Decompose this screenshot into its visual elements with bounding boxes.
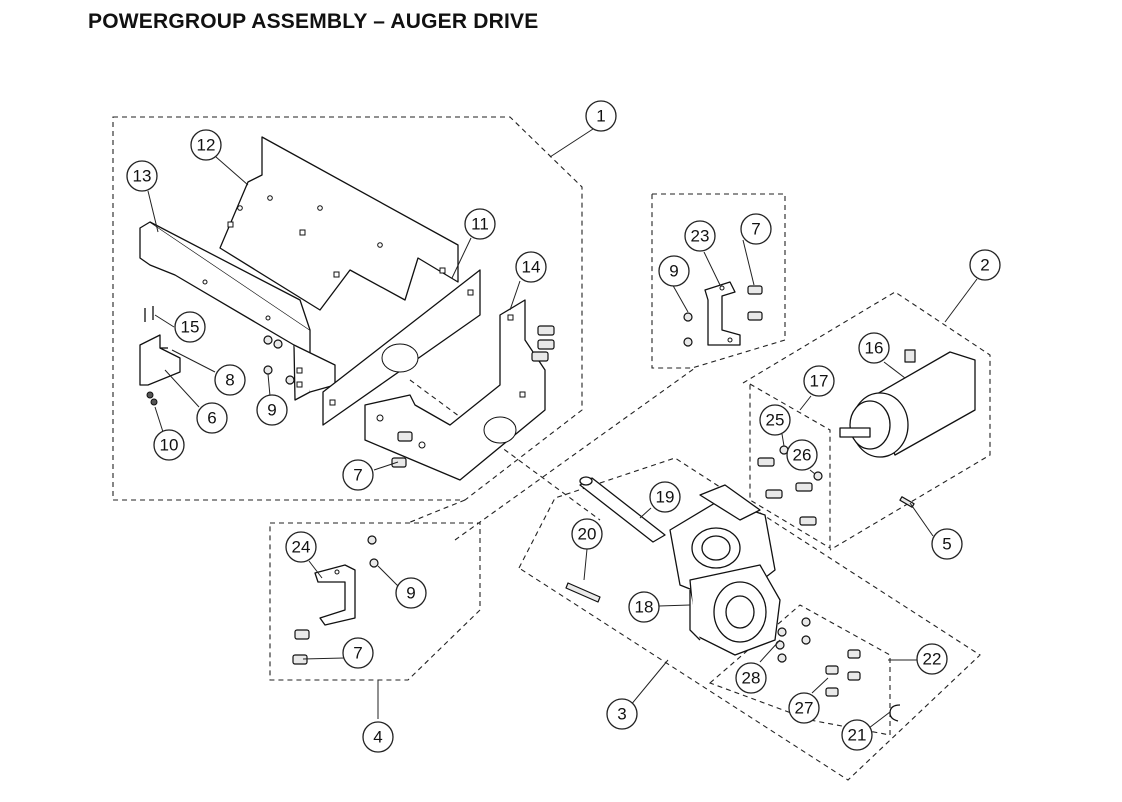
hardware-group-24 [292,535,379,665]
svg-text:27: 27 [795,699,814,718]
callout-16: 16 [858,332,890,364]
callout-7: 7 [342,459,374,491]
callout-19: 19 [649,481,681,513]
svg-text:7: 7 [353,644,362,663]
callout-7: 7 [740,213,772,245]
callout-28: 28 [735,662,767,694]
callout-8: 8 [214,364,246,396]
callout-4: 4 [362,721,394,753]
part-20-key [565,582,601,603]
connector-dash [454,367,696,541]
svg-text:6: 6 [207,409,216,428]
svg-text:9: 9 [669,262,678,281]
svg-text:14: 14 [522,258,541,277]
svg-text:25: 25 [766,411,785,430]
svg-text:15: 15 [181,318,200,337]
svg-text:9: 9 [267,401,276,420]
svg-text:1: 1 [596,107,605,126]
svg-text:18: 18 [635,598,654,617]
svg-text:7: 7 [751,220,760,239]
callout-20: 20 [571,518,603,550]
svg-text:12: 12 [197,136,216,155]
svg-text:17: 17 [810,372,829,391]
svg-text:24: 24 [292,538,311,557]
page-title: POWERGROUP ASSEMBLY – AUGER DRIVE [88,10,539,33]
callout-5: 5 [931,528,963,560]
svg-text:26: 26 [793,446,812,465]
svg-text:3: 3 [617,705,626,724]
group-boundary-3 [518,457,981,781]
callout-9: 9 [395,577,427,609]
group-boundary-17 [749,383,831,549]
svg-text:7: 7 [353,466,362,485]
hardware-group-left [139,306,295,406]
part-24-bracket [314,564,356,626]
svg-text:2: 2 [980,256,989,275]
svg-text:20: 20 [578,525,597,544]
group-boundary-1 [112,116,583,501]
group-boundary-4 [269,522,481,681]
callout-25: 25 [759,404,791,436]
group-boundary-22 [708,604,891,736]
bolt-group [391,325,555,468]
part-23-bracket [704,281,741,346]
callout-27: 27 [788,692,820,724]
callout-3: 3 [606,698,638,730]
callout-7: 7 [342,637,374,669]
part-22-hardware [775,617,901,722]
part-18-gearbox [669,484,781,656]
svg-text:11: 11 [471,215,489,234]
hardware-group-23 [683,285,763,347]
svg-text:23: 23 [691,227,710,246]
callout-22: 22 [916,643,948,675]
svg-text:28: 28 [742,669,761,688]
part-19-shaft [579,476,666,543]
group-boundary-2 [742,291,991,551]
callout-11: 11 [464,208,496,240]
part-12-support-plate [219,136,459,311]
group-boundary-top-bracket [651,193,786,369]
callout-1: 1 [585,100,617,132]
leader-lines [147,128,978,729]
callout-10: 10 [153,429,185,461]
callout-6: 6 [196,402,228,434]
connector-dash [409,379,601,521]
svg-text:13: 13 [133,167,152,186]
callout-15: 15 [174,311,206,343]
callout-9: 9 [256,394,288,426]
svg-text:5: 5 [942,535,951,554]
svg-text:16: 16 [865,339,884,358]
callout-12: 12 [190,129,222,161]
part-17-bolts [757,445,823,526]
callout-9: 9 [658,255,690,287]
connector-dash [407,499,466,524]
callout-17: 17 [803,365,835,397]
callout-21: 21 [841,719,873,751]
svg-text:22: 22 [923,650,942,669]
callout-14: 14 [515,251,547,283]
callout-24: 24 [285,531,317,563]
callout-26: 26 [786,439,818,471]
svg-text:10: 10 [160,436,179,455]
callout-18: 18 [628,591,660,623]
svg-text:9: 9 [406,584,415,603]
svg-text:4: 4 [373,728,382,747]
svg-text:21: 21 [848,726,867,745]
callout-2: 2 [969,249,1001,281]
svg-text:8: 8 [225,371,234,390]
part-16-motor [839,349,976,458]
callout-23: 23 [684,220,716,252]
svg-text:19: 19 [656,488,675,507]
callout-13: 13 [126,160,158,192]
